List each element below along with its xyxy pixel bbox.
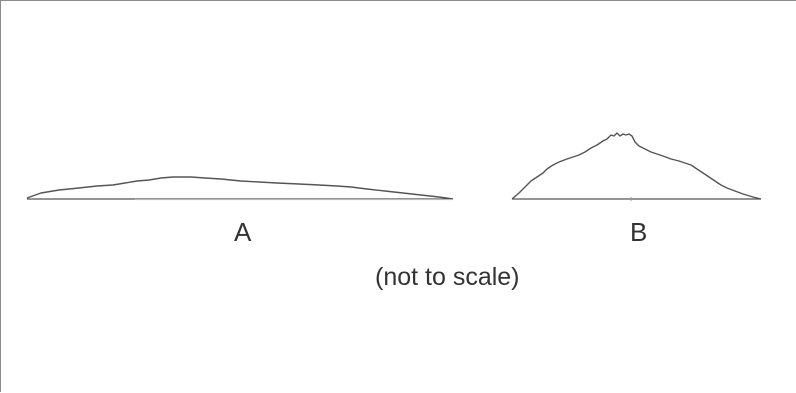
profile-b-label: B [630, 217, 648, 247]
profile-a-label: A [234, 217, 252, 247]
profile-b [511, 132, 762, 201]
profile-b-outline [511, 132, 762, 200]
profile-a [26, 176, 454, 201]
scale-note: (not to scale) [375, 263, 520, 291]
profile-a-outline [26, 176, 454, 200]
